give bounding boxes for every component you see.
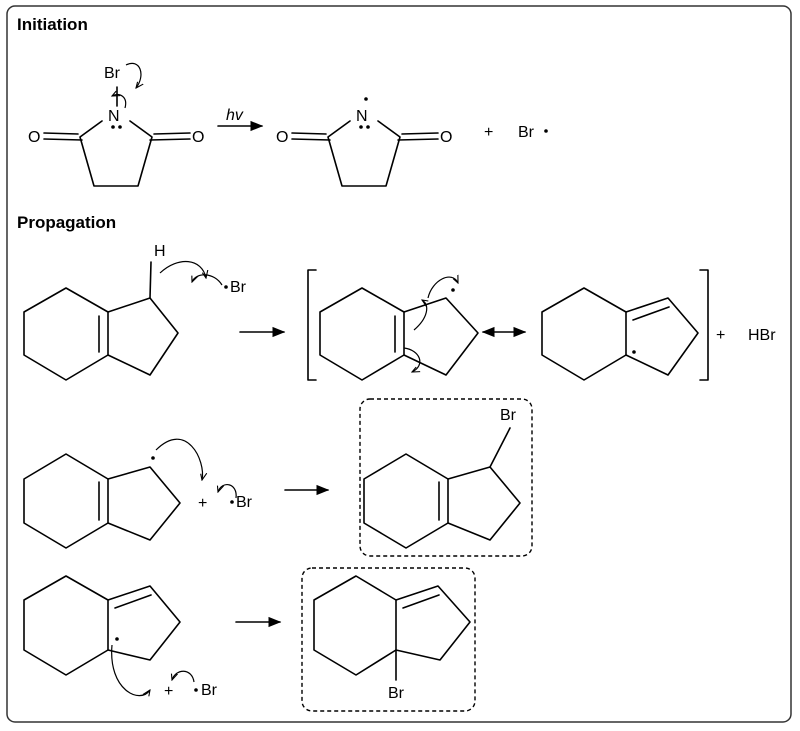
allylic-radical-resonance-1 [319,287,479,381]
fishhook-arrow [155,438,203,480]
allylic-radical-1 [23,453,181,549]
plus-sign: + [484,124,493,141]
radical-o-right-label: O [440,129,452,146]
succinimidyl-radical: N O O [276,97,452,187]
radical-n-label: N [356,108,368,125]
fishhook-arrow [112,95,127,109]
fishhook-arrow [125,62,141,88]
plus-sign: + [164,683,173,700]
nbs-o-right-label: O [192,129,204,146]
product-br-label: Br [388,685,405,702]
indane-substrate: H [23,243,179,381]
radical-dot [632,350,636,354]
section-title-initiation: Initiation [17,15,88,34]
nbs-n-label: N [108,108,120,125]
bracket-left [307,269,317,381]
fishhook-arrow [413,300,427,331]
fishhook-arrow [218,484,237,499]
allylic-radical-2 [23,575,181,676]
radical-dot [544,129,548,133]
product-highlight-box [359,398,533,557]
bromine-radical-label: Br [518,124,535,141]
bromine-radical-label: Br [230,279,247,296]
radical-dot [230,500,234,504]
nbs-o-left-label: O [28,129,40,146]
fishhook-arrow [427,277,458,299]
bromine-radical-label: Br [201,682,218,699]
radical-dot [364,97,368,101]
bracket-right [699,269,709,381]
plus-sign: + [716,327,725,344]
lone-pair-dot [118,125,122,129]
fishhook-arrow [172,670,195,683]
fishhook-arrow [403,347,421,372]
bromo-hexahydroindene-product: Br [313,575,471,702]
bromo-indane-product: Br [363,407,521,549]
radical-dot [451,288,455,292]
fishhook-arrow [159,260,206,278]
scheme-frame [6,5,792,723]
allylic-radical-resonance-2 [541,287,699,381]
lone-pair-dot [359,125,363,129]
radical-dot [194,688,198,692]
bromine-radical-label: Br [236,494,253,511]
lone-pair-dot [111,125,115,129]
nbs-molecule: N Br O O [28,62,204,187]
plus-sign: + [198,495,207,512]
hbr-label: HBr [748,327,776,344]
product-br-label: Br [500,407,517,424]
section-title-propagation: Propagation [17,213,116,232]
fishhook-arrow [111,644,150,696]
radical-dot [115,637,119,641]
hydrogen-label: H [154,243,166,260]
radical-dot [151,456,155,460]
radical-dot [224,285,228,289]
lone-pair-dot [366,125,370,129]
nbs-br-label: Br [104,65,121,82]
hv-label: hv [226,107,244,124]
radical-o-left-label: O [276,129,288,146]
fishhook-arrow [192,274,223,286]
